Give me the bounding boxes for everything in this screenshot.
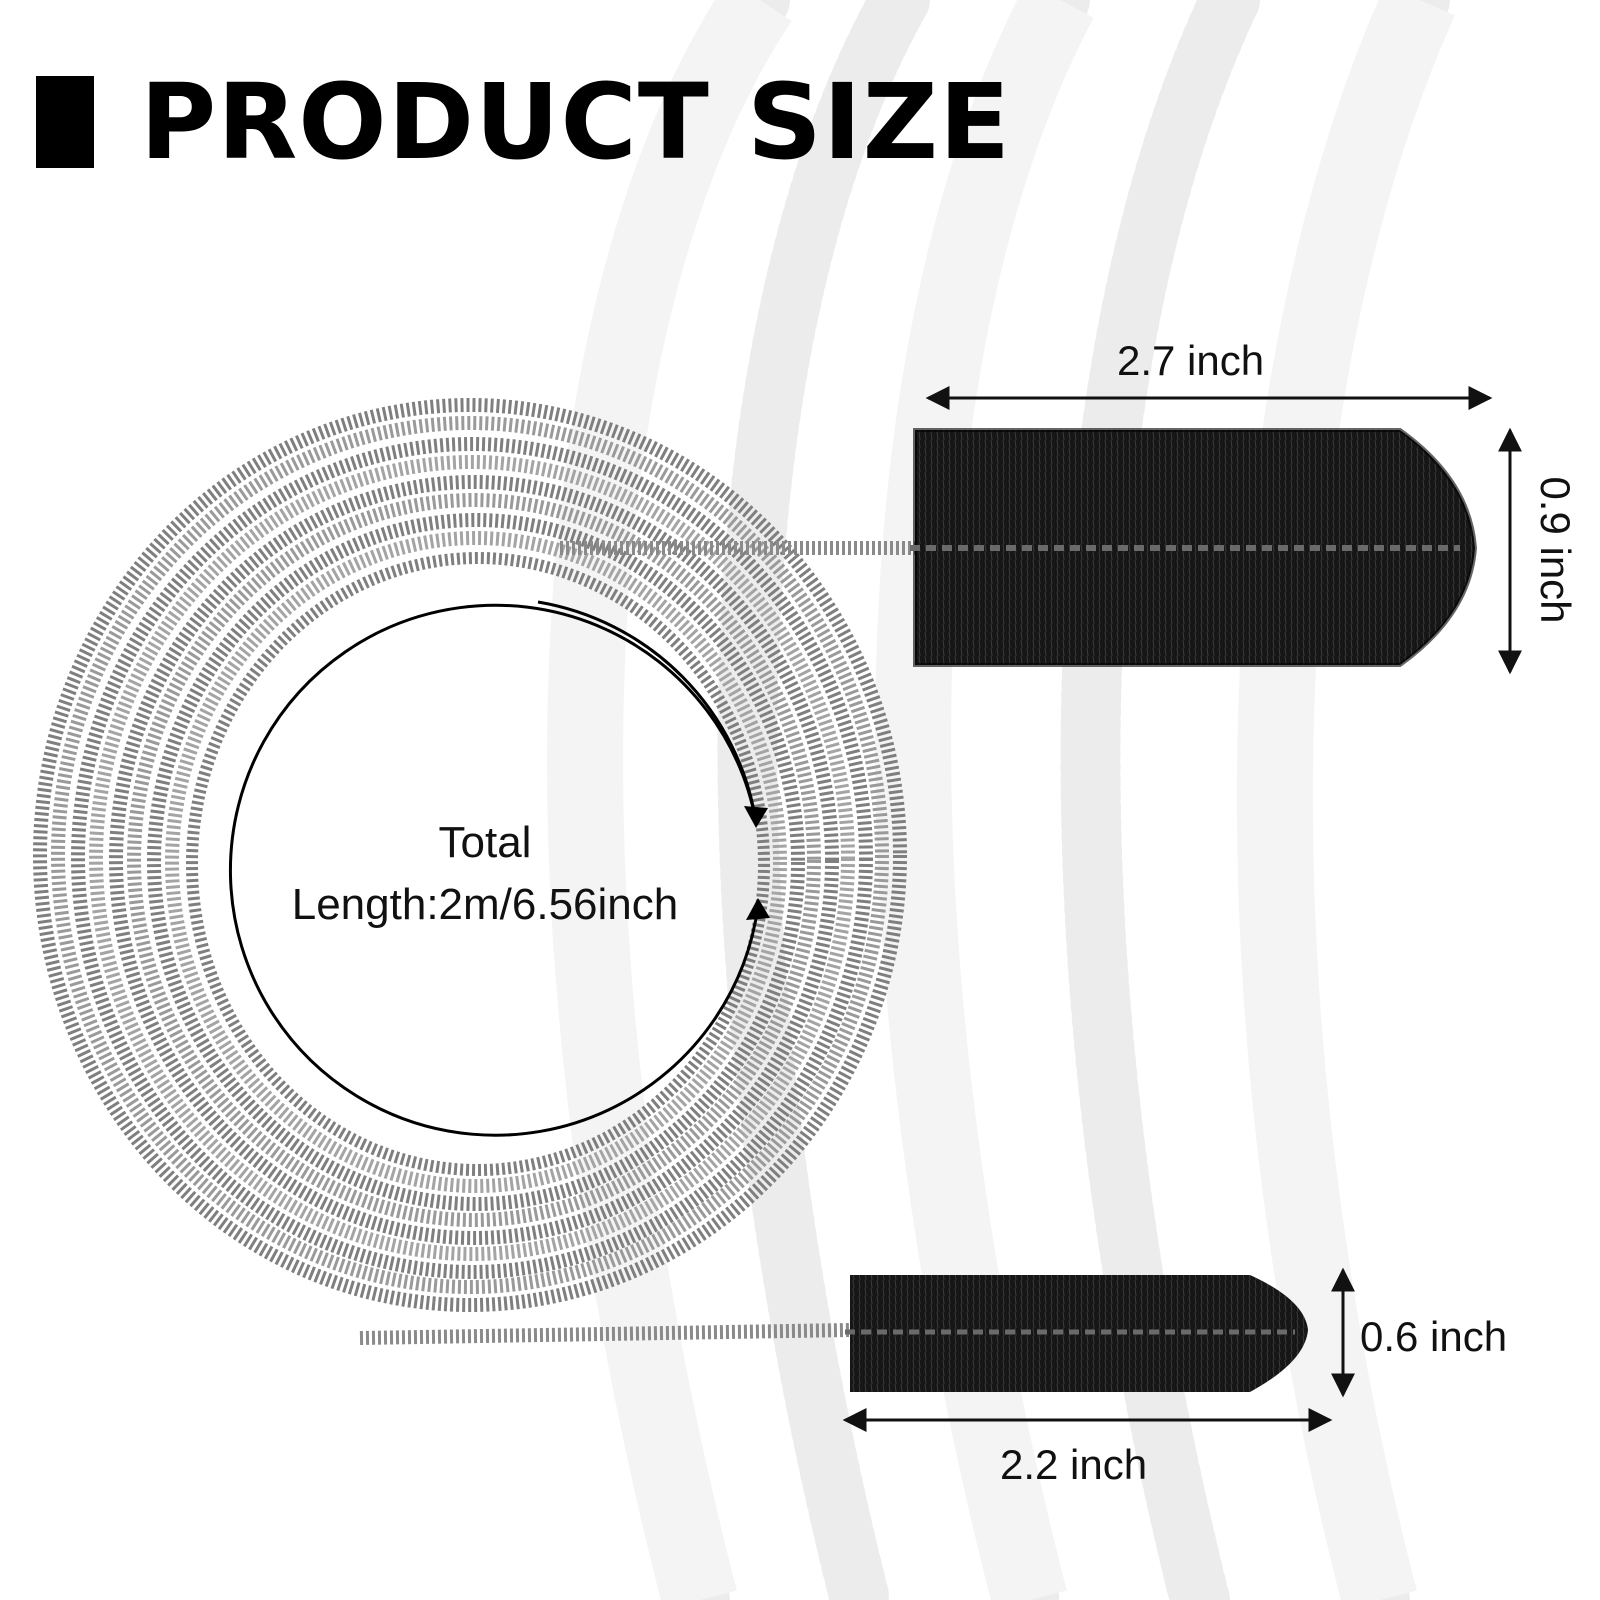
coiled-spring: [33, 398, 907, 1312]
page-title: PRODUCT SIZE: [140, 61, 1012, 183]
total-length-text: Total Length:2m/6.56inch: [240, 812, 730, 936]
total-length-indicator: [228, 600, 760, 1137]
arrow-head-icon: [744, 806, 768, 828]
total-length-line2: Length:2m/6.56inch: [291, 880, 679, 929]
arrow-head-icon: [746, 898, 770, 920]
large-brush-diameter-label: 0.9 inch: [1532, 476, 1579, 624]
title-marker: [36, 76, 94, 168]
total-length-line1: Total: [438, 818, 532, 867]
small-brush: [845, 1275, 1308, 1392]
large-brush-length-label: 2.7 inch: [1117, 337, 1265, 384]
large-brush: [910, 428, 1478, 667]
small-brush-diameter-label: 0.6 inch: [1360, 1313, 1508, 1360]
small-brush-length-label: 2.2 inch: [1000, 1441, 1148, 1488]
spring-leads: [359, 541, 930, 1345]
